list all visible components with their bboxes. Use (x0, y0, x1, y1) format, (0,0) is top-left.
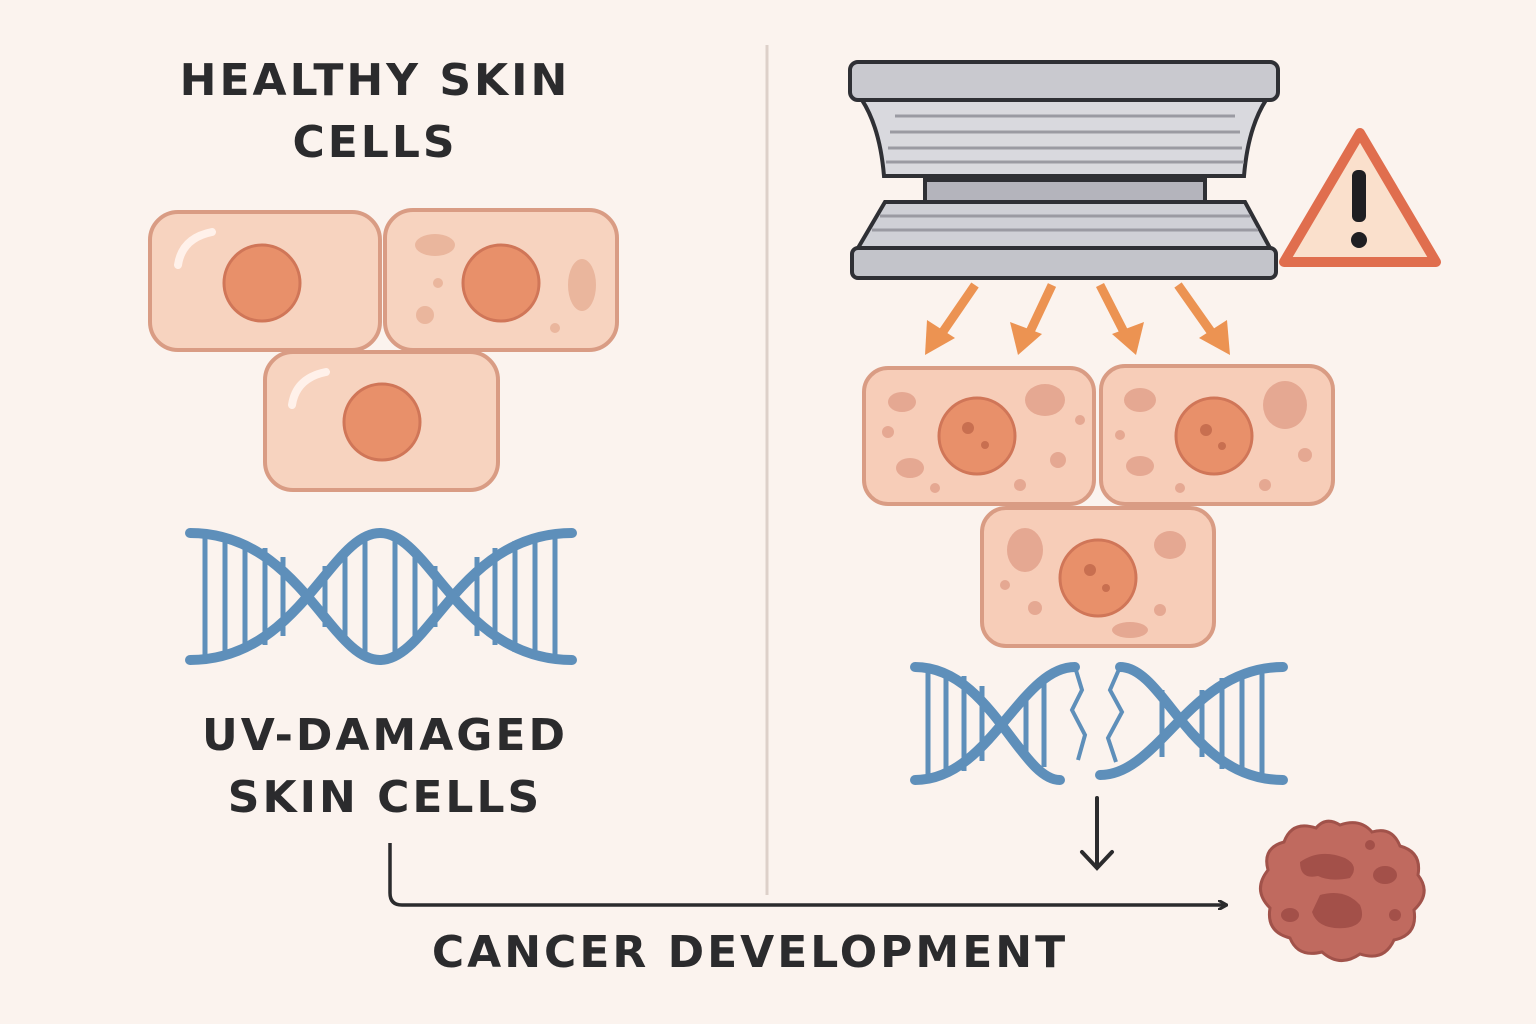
warning-triangle-icon (1279, 128, 1441, 267)
uv-ray-arrow (1010, 283, 1057, 355)
uv-ray-arrow (1174, 282, 1230, 355)
damaged-cell (1099, 364, 1335, 506)
healthy-skin-cells-label: HEALTHY SKIN CELLS (150, 50, 600, 174)
uv-label-line1: UV-DAMAGED (202, 710, 568, 761)
tanning-bed-icon (848, 60, 1280, 280)
healthy-label-line2: CELLS (292, 117, 458, 168)
damaged-skin-cell-icon (862, 364, 1335, 648)
damaged-cell (862, 366, 1096, 506)
uv-ray-arrow (1095, 282, 1144, 355)
healthy-cell (148, 210, 382, 352)
broken-dna-helix-icon (910, 662, 1288, 785)
cancer-development-label: CANCER DEVELOPMENT (380, 922, 1120, 984)
healthy-cell (383, 208, 619, 352)
down-arrow (1080, 796, 1114, 871)
cancer-label-text: CANCER DEVELOPMENT (431, 927, 1069, 978)
damaged-cell (980, 506, 1216, 648)
uv-ray-arrows (925, 282, 1230, 355)
uv-ray-arrow (925, 282, 979, 355)
healthy-label-line1: HEALTHY SKIN (179, 55, 571, 106)
dna-helix-icon (185, 527, 577, 666)
uv-damaged-skin-cells-label: UV-DAMAGED SKIN CELLS (170, 705, 600, 829)
healthy-skin-cell-icon (148, 208, 619, 492)
connector-line (388, 843, 1226, 905)
tumor-icon (1259, 819, 1426, 962)
healthy-cell (263, 350, 500, 492)
uv-label-line2: SKIN CELLS (227, 772, 543, 823)
